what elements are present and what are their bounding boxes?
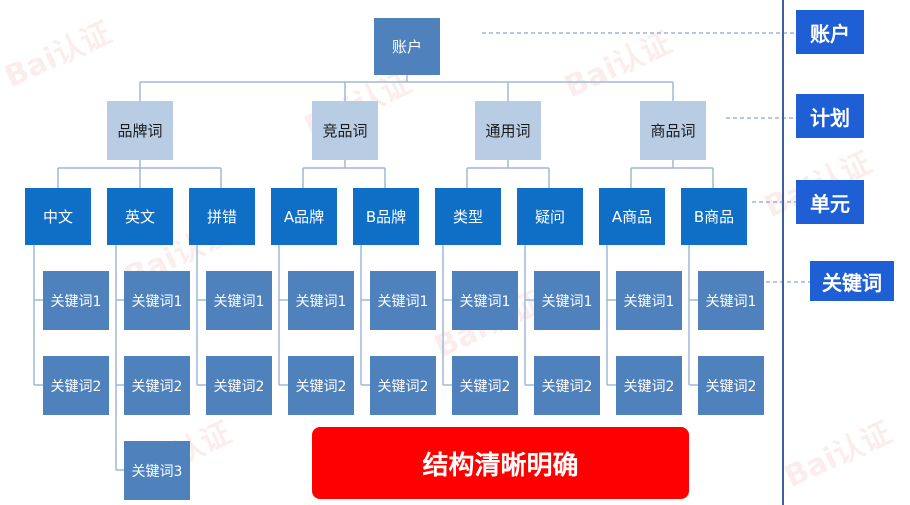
keyword-node: 关键词1 (370, 271, 436, 330)
keyword-node: 关键词1 (698, 271, 764, 330)
root-node: 账户 (374, 18, 440, 75)
keyword-node: 关键词1 (43, 271, 109, 330)
keyword-node: 关键词2 (206, 356, 272, 415)
unit-node: 中文 (25, 188, 91, 245)
keyword-node: 关键词2 (534, 356, 600, 415)
keyword-node: 关键词1 (124, 271, 190, 330)
keyword-node: 关键词1 (452, 271, 518, 330)
plan-node: 品牌词 (107, 101, 173, 160)
unit-node: A商品 (599, 188, 665, 245)
keyword-node: 关键词1 (616, 271, 682, 330)
keyword-node: 关键词2 (43, 356, 109, 415)
plan-node: 通用词 (475, 101, 541, 160)
summary-banner: 结构清晰明确 (312, 427, 689, 499)
plan-node: 商品词 (640, 101, 706, 160)
label-unit: 单元 (796, 180, 864, 224)
keyword-node: 关键词2 (698, 356, 764, 415)
keyword-node: 关键词3 (124, 441, 190, 500)
plan-node: 竞品词 (312, 101, 378, 160)
keyword-node: 关键词1 (206, 271, 272, 330)
unit-node: B品牌 (353, 188, 419, 245)
divider-line (782, 0, 784, 505)
unit-node: 疑问 (517, 188, 583, 245)
label-account: 账户 (796, 10, 864, 54)
unit-node: A品牌 (271, 188, 337, 245)
keyword-node: 关键词2 (452, 356, 518, 415)
keyword-node: 关键词2 (124, 356, 190, 415)
keyword-node: 关键词2 (370, 356, 436, 415)
keyword-node: 关键词2 (616, 356, 682, 415)
keyword-node: 关键词1 (534, 271, 600, 330)
keyword-node: 关键词1 (288, 271, 354, 330)
label-plan: 计划 (796, 94, 864, 138)
keyword-node: 关键词2 (288, 356, 354, 415)
unit-node: 类型 (435, 188, 501, 245)
label-keyword: 关键词 (810, 261, 894, 301)
unit-node: B商品 (681, 188, 747, 245)
unit-node: 英文 (107, 188, 173, 245)
unit-node: 拼错 (189, 188, 255, 245)
